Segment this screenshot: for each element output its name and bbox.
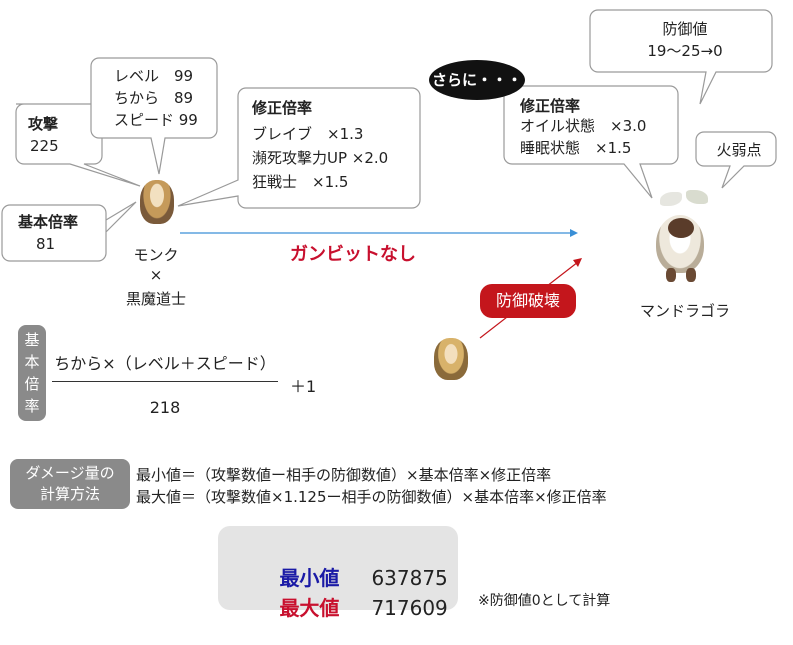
mod-title: 修正倍率	[252, 99, 313, 117]
tag-char: 本	[24, 353, 40, 371]
max-value: 717609	[371, 596, 448, 620]
calc-tag-line-2: 計算方法	[39, 485, 100, 503]
formula-denominator: 218	[149, 398, 181, 417]
attacker-job-1: モンク	[133, 246, 179, 264]
base-value: 81	[36, 235, 56, 253]
max-label: 最大値	[279, 596, 340, 620]
attack-arrow-head	[570, 229, 578, 237]
gambit-text: ガンビットなし	[290, 244, 416, 265]
speech-bubbles-layer	[1, 9, 777, 339]
break-arrow-head	[573, 258, 582, 267]
mandragora-face-icon	[668, 218, 694, 238]
sarani-badge: さらに・・・	[429, 60, 525, 100]
mandragora-leaf-icon	[686, 190, 708, 204]
damage-calc-tag: ダメージ量の 計算方法	[10, 459, 130, 509]
mandragora-leg-icon	[666, 268, 676, 282]
min-value: 637875	[371, 566, 448, 590]
mod-line-2: 瀕死攻撃力UP ×2.0	[252, 149, 389, 167]
formula-numerator: ちから×（レベル＋スピード）	[54, 354, 276, 373]
tag-char: 率	[24, 397, 40, 415]
stat-level: レベル 99	[114, 67, 194, 85]
enemy-mod-line-1: オイル状態 ×3.0	[520, 117, 647, 135]
calc-min-formula: 最小値＝（攻撃数値ー相手の防御数値）×基本倍率×修正倍率	[136, 466, 552, 484]
enemy-name: マンドラゴラ	[639, 302, 730, 320]
attack-value: 225	[30, 137, 59, 155]
footnote: ※防御値0として計算	[478, 593, 611, 609]
defense-value: 19〜25→0	[647, 42, 723, 60]
result-box: 最小値 637875 最大値 717609	[218, 526, 458, 620]
min-label: 最小値	[279, 566, 340, 590]
defense-break-badge: 防御破壊	[480, 284, 576, 318]
formula-plus: ＋1	[290, 377, 317, 396]
fraction-bar	[52, 381, 278, 382]
defense-title: 防御値	[662, 20, 708, 38]
attack-label: 攻撃	[28, 115, 59, 133]
tag-char: 倍	[24, 375, 40, 393]
stat-speed: スピード 99	[114, 111, 198, 129]
enemy-mod-title: 修正倍率	[520, 97, 581, 115]
calc-max-formula: 最大値＝（攻撃数値×1.125ー相手の防御数値）×基本倍率×修正倍率	[136, 488, 607, 506]
weakness-text: 火弱点	[716, 141, 762, 159]
weakness-bubble	[695, 131, 777, 189]
attacker-job-2: 黒魔道士	[125, 290, 186, 308]
mandragora-leg-icon	[686, 268, 696, 282]
calc-tag-line-1: ダメージ量の	[25, 464, 115, 482]
defense-bubble	[589, 9, 773, 105]
mod-line-1: ブレイブ ×1.3	[252, 125, 364, 143]
mandragora-leaf-icon	[660, 192, 682, 206]
monk-character-icon	[140, 180, 174, 224]
base-multiplier-tag: 基 本 倍 率	[18, 325, 46, 421]
mod-line-3: 狂戦士 ×1.5	[252, 173, 349, 191]
base-bubble	[1, 201, 137, 262]
enemy-mod-line-2: 睡眠状態 ×1.5	[520, 139, 632, 157]
attacker-times: ×	[149, 266, 163, 284]
stat-strength: ちから 89	[114, 89, 194, 107]
tag-char: 基	[24, 331, 40, 349]
base-label: 基本倍率	[18, 213, 79, 231]
mod-bubble	[177, 87, 421, 209]
stats-bubble	[90, 57, 218, 175]
second-character-icon	[434, 338, 468, 380]
